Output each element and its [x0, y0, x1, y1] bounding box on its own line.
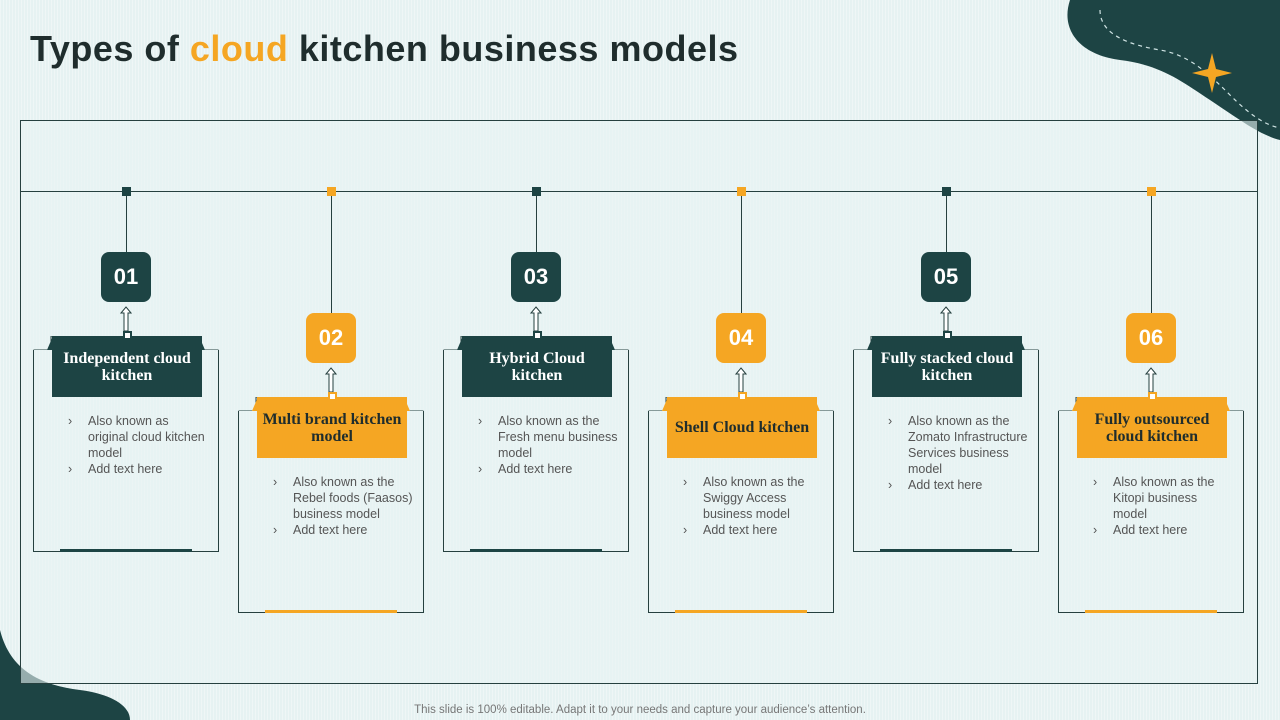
up-arrow-icon	[120, 306, 132, 332]
card-underline	[880, 549, 1012, 552]
model-heading: Fully stacked cloud kitchen	[872, 336, 1022, 397]
stem-line	[331, 196, 332, 313]
stem-line	[741, 196, 742, 313]
connector-node	[327, 392, 337, 401]
bullet-item: Also known as original cloud kitchen mod…	[68, 413, 208, 461]
timeline-node	[941, 187, 951, 196]
connector-node	[122, 331, 132, 340]
connector-node	[942, 331, 952, 340]
title-accent: cloud	[189, 28, 289, 69]
up-arrow-icon	[1145, 367, 1157, 393]
decorative-blob-top-right	[1067, 0, 1280, 140]
card-underline	[675, 610, 807, 613]
step-number-badge: 02	[306, 313, 356, 363]
step-number-badge: 04	[716, 313, 766, 363]
model-card: Independent cloud kitchenAlso known as o…	[33, 331, 219, 552]
timeline-node	[326, 187, 336, 196]
bullet-list: Also known as the Swiggy Access business…	[683, 474, 823, 538]
model-card: Fully stacked cloud kitchenAlso known as…	[853, 331, 1039, 552]
timeline-line	[20, 191, 1258, 192]
connector-node	[737, 392, 747, 401]
up-arrow-icon	[735, 367, 747, 393]
step-number-badge: 01	[101, 252, 151, 302]
step-number-badge: 03	[511, 252, 561, 302]
model-heading: Hybrid Cloud kitchen	[462, 336, 612, 397]
bullet-item: Also known as the Swiggy Access business…	[683, 474, 823, 522]
timeline-node	[531, 187, 541, 196]
model-heading: Multi brand kitchen model	[257, 397, 407, 458]
bullet-list: Also known as the Kitopi business modelA…	[1093, 474, 1233, 538]
bullet-list: Also known as original cloud kitchen mod…	[68, 413, 208, 477]
stem-line	[536, 196, 537, 252]
connector-node	[1147, 392, 1157, 401]
model-heading: Independent cloud kitchen	[52, 336, 202, 397]
model-heading: Shell Cloud kitchen	[667, 397, 817, 458]
stem-line	[946, 196, 947, 252]
up-arrow-icon	[325, 367, 337, 393]
page-title: Types of cloud kitchen business models	[30, 28, 739, 70]
bullet-item: Add text here	[68, 461, 208, 477]
stem-line	[126, 196, 127, 252]
bullet-item: Add text here	[1093, 522, 1233, 538]
bullet-list: Also known as the Zomato Infrastructure …	[888, 413, 1028, 493]
card-underline	[60, 549, 192, 552]
stem-line	[1151, 196, 1152, 313]
up-arrow-icon	[530, 306, 542, 332]
step-number-badge: 05	[921, 252, 971, 302]
connector-node	[532, 331, 542, 340]
model-heading: Fully outsourced cloud kitchen	[1077, 397, 1227, 458]
card-underline	[265, 610, 397, 613]
model-card: Hybrid Cloud kitchenAlso known as the Fr…	[443, 331, 629, 552]
footer-note: This slide is 100% editable. Adapt it to…	[414, 704, 866, 716]
model-card: Shell Cloud kitchenAlso known as the Swi…	[648, 392, 834, 613]
sparkle-icon	[1192, 53, 1232, 93]
bullet-item: Add text here	[888, 477, 1028, 493]
card-underline	[470, 549, 602, 552]
bullet-list: Also known as the Fresh menu business mo…	[478, 413, 618, 477]
up-arrow-icon	[940, 306, 952, 332]
bullet-item: Also known as the Fresh menu business mo…	[478, 413, 618, 461]
bullet-list: Also known as the Rebel foods (Faasos) b…	[273, 474, 413, 538]
title-part-1: Types of	[30, 28, 190, 69]
timeline-node	[121, 187, 131, 196]
bullet-item: Add text here	[273, 522, 413, 538]
title-part-2: kitchen business models	[288, 28, 739, 69]
bullet-item: Also known as the Kitopi business model	[1093, 474, 1233, 522]
card-underline	[1085, 610, 1217, 613]
model-card: Multi brand kitchen modelAlso known as t…	[238, 392, 424, 613]
bullet-item: Also known as the Zomato Infrastructure …	[888, 413, 1028, 477]
timeline-node	[736, 187, 746, 196]
step-number-badge: 06	[1126, 313, 1176, 363]
decorative-blob-bottom-left	[0, 630, 130, 720]
bullet-item: Also known as the Rebel foods (Faasos) b…	[273, 474, 413, 522]
bullet-item: Add text here	[683, 522, 823, 538]
timeline-node	[1146, 187, 1156, 196]
model-card: Fully outsourced cloud kitchenAlso known…	[1058, 392, 1244, 613]
bullet-item: Add text here	[478, 461, 618, 477]
diagram-frame	[20, 120, 1258, 684]
